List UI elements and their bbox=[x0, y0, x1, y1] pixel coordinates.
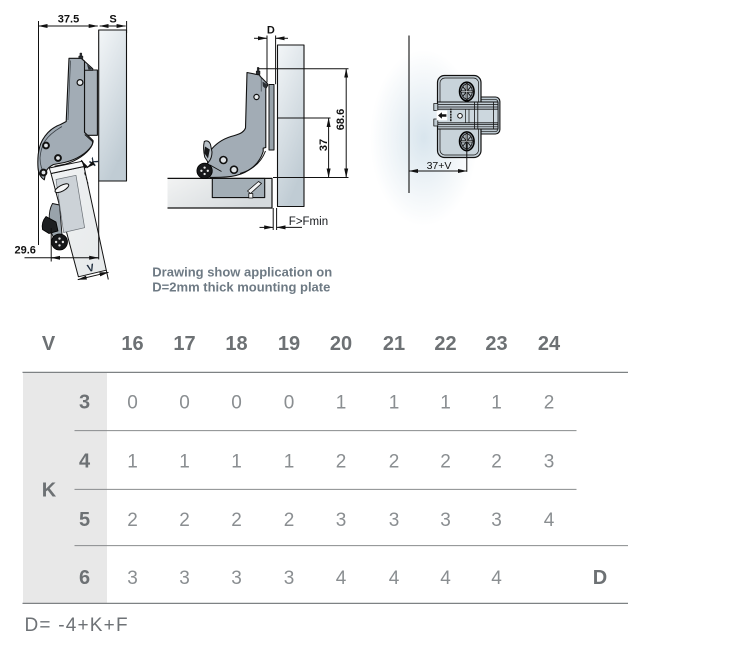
svg-text:0: 0 bbox=[231, 393, 242, 414]
svg-text:3: 3 bbox=[336, 510, 347, 531]
svg-text:1: 1 bbox=[127, 452, 138, 473]
svg-text:1: 1 bbox=[179, 452, 190, 473]
svg-text:20: 20 bbox=[330, 333, 352, 355]
svg-text:1: 1 bbox=[336, 393, 347, 414]
svg-text:2: 2 bbox=[336, 452, 347, 473]
svg-text:3: 3 bbox=[284, 568, 295, 589]
svg-text:37: 37 bbox=[318, 139, 330, 151]
svg-text:2: 2 bbox=[389, 452, 400, 473]
svg-text:1: 1 bbox=[440, 393, 451, 414]
svg-text:1: 1 bbox=[231, 452, 242, 473]
svg-text:2: 2 bbox=[127, 510, 138, 531]
svg-text:21: 21 bbox=[383, 333, 405, 355]
svg-text:Drawing show application on: Drawing show application on bbox=[152, 264, 332, 279]
svg-text:D: D bbox=[593, 567, 607, 589]
svg-text:4: 4 bbox=[336, 568, 347, 589]
svg-text:S: S bbox=[109, 14, 116, 26]
svg-text:37.5: 37.5 bbox=[58, 14, 79, 26]
svg-text:4: 4 bbox=[389, 568, 400, 589]
svg-text:3: 3 bbox=[179, 568, 190, 589]
svg-text:2: 2 bbox=[440, 452, 451, 473]
svg-text:V: V bbox=[42, 333, 56, 355]
svg-text:D: D bbox=[267, 25, 275, 37]
svg-text:2: 2 bbox=[491, 452, 502, 473]
svg-text:3: 3 bbox=[231, 568, 242, 589]
svg-text:5: 5 bbox=[79, 509, 90, 531]
svg-text:16: 16 bbox=[121, 333, 143, 355]
svg-text:2: 2 bbox=[544, 393, 555, 414]
svg-text:1: 1 bbox=[389, 393, 400, 414]
svg-text:D=2mm thick mounting plate: D=2mm thick mounting plate bbox=[152, 279, 330, 294]
svg-text:37+V: 37+V bbox=[427, 160, 452, 172]
svg-text:24: 24 bbox=[538, 333, 561, 355]
svg-text:2: 2 bbox=[179, 510, 190, 531]
svg-text:4: 4 bbox=[544, 510, 555, 531]
svg-text:23: 23 bbox=[485, 333, 507, 355]
svg-text:18: 18 bbox=[225, 333, 247, 355]
svg-text:3: 3 bbox=[544, 452, 555, 473]
svg-text:4: 4 bbox=[79, 451, 91, 473]
svg-text:19: 19 bbox=[278, 333, 300, 355]
svg-text:29.6: 29.6 bbox=[15, 245, 36, 257]
svg-text:68.6: 68.6 bbox=[335, 109, 347, 130]
svg-text:0: 0 bbox=[284, 393, 295, 414]
svg-text:3: 3 bbox=[491, 510, 502, 531]
svg-text:6: 6 bbox=[79, 567, 90, 589]
svg-text:1: 1 bbox=[284, 452, 295, 473]
svg-text:0: 0 bbox=[179, 393, 190, 414]
svg-text:D= -4+K+F: D= -4+K+F bbox=[25, 615, 129, 636]
svg-text:0: 0 bbox=[127, 393, 138, 414]
svg-text:2: 2 bbox=[231, 510, 242, 531]
svg-text:3: 3 bbox=[127, 568, 138, 589]
svg-text:K: K bbox=[42, 480, 57, 502]
svg-text:4: 4 bbox=[440, 568, 451, 589]
svg-text:3: 3 bbox=[79, 392, 90, 414]
svg-text:17: 17 bbox=[173, 333, 195, 355]
svg-text:1: 1 bbox=[491, 393, 502, 414]
svg-text:3: 3 bbox=[440, 510, 451, 531]
svg-text:22: 22 bbox=[434, 333, 456, 355]
svg-text:V: V bbox=[86, 262, 96, 275]
svg-text:4: 4 bbox=[491, 568, 502, 589]
svg-text:3: 3 bbox=[389, 510, 400, 531]
svg-text:F>Fmin: F>Fmin bbox=[289, 216, 328, 228]
svg-text:2: 2 bbox=[284, 510, 295, 531]
